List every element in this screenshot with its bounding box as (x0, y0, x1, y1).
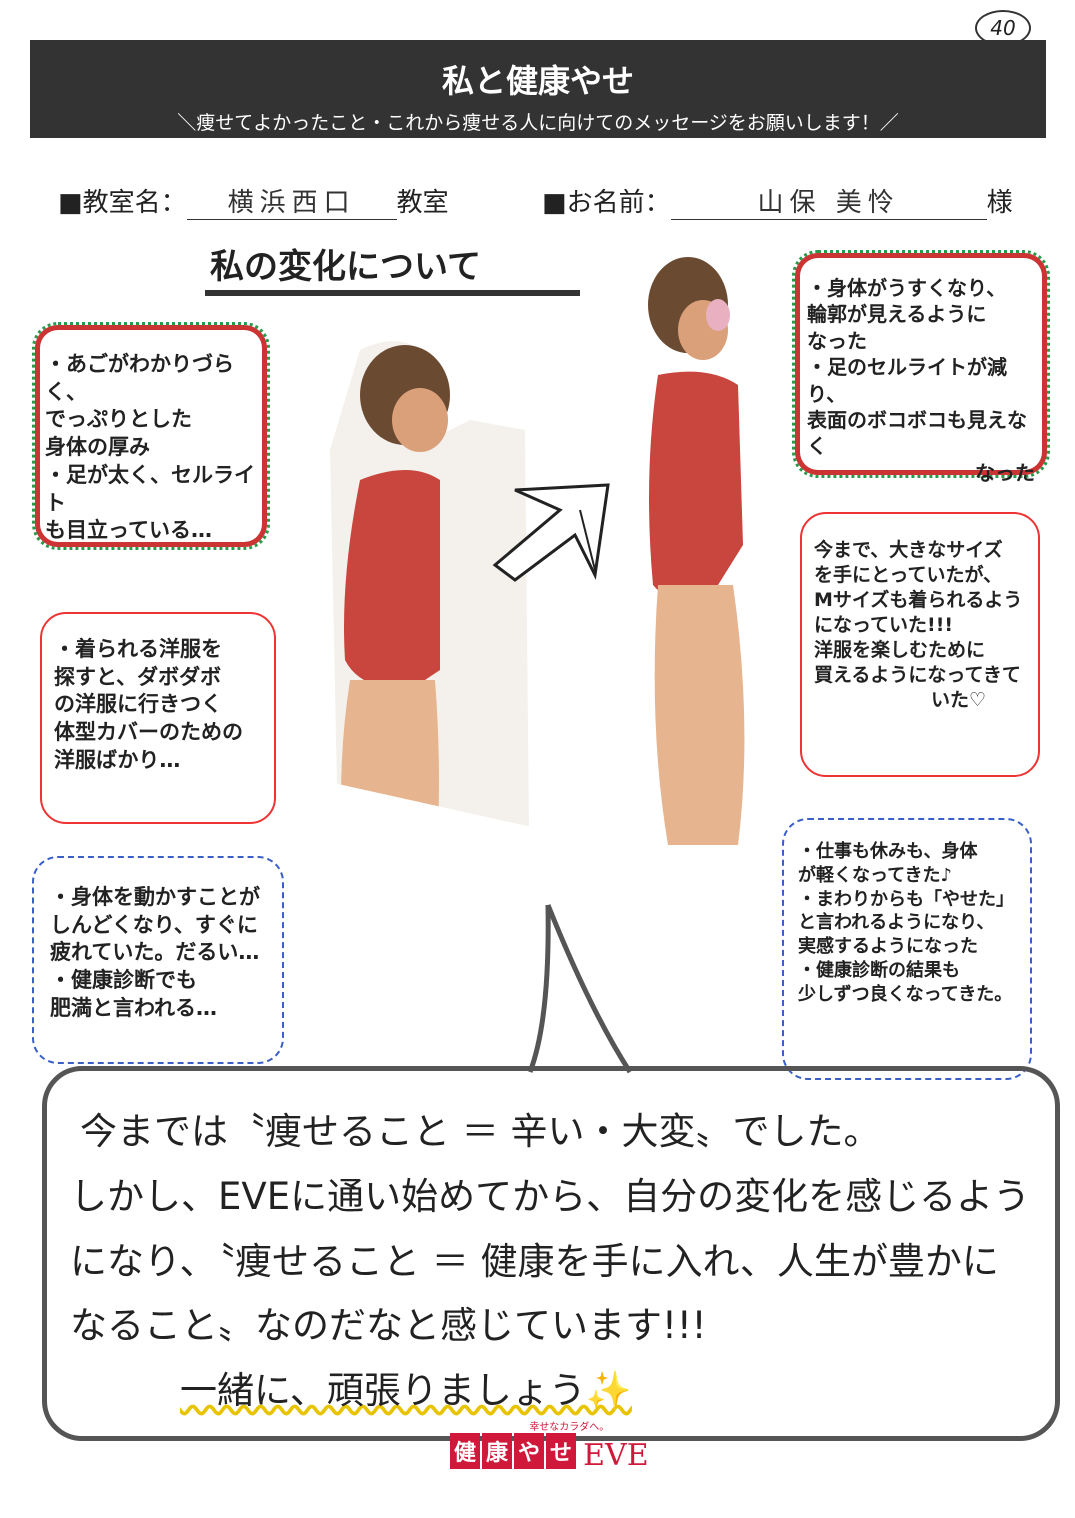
message-text: 今までは〝痩せること ＝ 辛い・大変〟でした。 しかし、EVEに通い始めてから、… (70, 1100, 1060, 1424)
classroom-field: ■教室名：横浜西口教室 (58, 182, 449, 220)
text-line: ・身体がうすくなり、 (807, 276, 1007, 300)
text-line: 体型カバーのための (54, 720, 243, 745)
text-line: を手にとっていたが、 (814, 564, 1003, 587)
text-line: 買えるようになってきて (814, 664, 1021, 687)
text-line: も目立っている… (45, 518, 212, 543)
swimsuit (344, 470, 440, 690)
logo-char: や (514, 1433, 545, 1469)
name-label: ■お名前： (542, 188, 671, 218)
text-line: なった (975, 460, 1035, 485)
message-line: 今までは〝痩せること ＝ 辛い・大変〟でした。 (80, 1110, 881, 1153)
before-box-3: ・身体を動かすことがしんどくなり、すぐに疲れていた。だるい… ・健康診断でも肥満と… (32, 856, 284, 1064)
classroom-label: ■教室名： (58, 188, 187, 218)
name-value: 山保 美怜 (670, 182, 987, 220)
eve-logo: 幸せなカラダへ。 健康やせ EVE (450, 1418, 649, 1473)
page-subtitle: ＼痩せてよかったこと・これから痩せる人に向けてのメッセージをお願いします！／ (177, 112, 899, 134)
text-line: 探すと、ダボダボ (54, 664, 222, 689)
text-line: Mサイズも着られるよう (814, 589, 1023, 612)
after-box-3: ・仕事も休みも、身体が軽くなってきた♪・まわりからも「やせた」と言われるようにな… (782, 818, 1032, 1080)
text-line: 疲れていた。だるい… (50, 940, 260, 965)
text-line: 輪郭が見えるように (807, 302, 987, 327)
text-line: ・身体を動かすことが (50, 885, 260, 909)
text-line: と言われるようになり、 (798, 912, 995, 934)
text-line: 身体の厚み (45, 435, 150, 460)
text-line: 実感するようになった (798, 936, 978, 957)
after-photo (648, 257, 745, 845)
text-line: ・まわりからも「やせた」 (798, 888, 1014, 910)
swimsuit (649, 371, 743, 600)
text-line: なった (807, 328, 867, 353)
logo-char: 康 (482, 1433, 513, 1469)
bubble-tail (527, 904, 633, 1074)
before-photo (320, 341, 545, 970)
classroom-value: 横浜西口 (186, 182, 397, 220)
name-field: ■お名前：山保 美怜様 (542, 182, 1013, 220)
message-line: しかし、EVEに通い始めてから、自分の変化を感じるよう (70, 1174, 1031, 1218)
logo-tagline: 幸せなカラダへ。 (529, 1422, 610, 1433)
after-box-2: 今まで、大きなサイズを手にとっていたが、Mサイズも着られるようになっていた!!!… (800, 512, 1040, 777)
text-line: でっぷりとした (45, 407, 192, 432)
text-line: ・足が太く、セルライト (45, 462, 255, 515)
text-line: になっていた!!! (814, 614, 954, 637)
message-line: になり、〝痩せること ＝ 健康を手に入れ、人生が豊かに (70, 1239, 999, 1283)
logo-char: せ (546, 1433, 577, 1469)
arrow-icon (492, 483, 610, 582)
text-line: しんどくなり、すぐに (50, 912, 258, 937)
before-box-2: ・着られる洋服を探すと、ダボダボの洋服に行きつく体型カバーのための洋服ばかり… (40, 612, 276, 824)
message-line: 一緒に、頑張りましょう✨ (180, 1369, 632, 1412)
text-line: ・着られる洋服を (54, 637, 222, 661)
text-line: 洋服を楽しむために (814, 639, 986, 662)
text-line: 少しずつ良くなってきた。 (798, 983, 1013, 1005)
page-title: 私と健康やせ (441, 62, 634, 100)
text-line: が軽くなってきた♪ (798, 864, 953, 886)
text-line: 肥満と言われる… (50, 995, 217, 1020)
text-line: ・健康診断でも (50, 968, 197, 993)
classroom-suffix: 教室 (396, 188, 449, 218)
text-line: 今まで、大きなサイズ (814, 539, 1003, 561)
logo-brand: EVE (583, 1438, 649, 1473)
text-line: ・足のセルライトが減り、 (807, 355, 1007, 406)
text-line: の洋服に行きつく (54, 692, 222, 717)
header-banner: 私と健康やせ ＼痩せてよかったこと・これから痩せる人に向けてのメッセージをお願い… (30, 40, 1046, 138)
message-line: なること〟なのだなと感じています!!! (70, 1304, 707, 1348)
section-title: 私の変化について (205, 245, 580, 296)
text-line: ・健康診断の結果も (798, 959, 960, 981)
logo-char: 健 (450, 1433, 481, 1469)
text-line: ・あごがわかりづらく、 (45, 352, 234, 404)
text-line: いた♡ (930, 689, 986, 712)
text-line: 表面のボコボコも見えなく (807, 407, 1027, 459)
before-box-1: ・あごがわかりづらく、でっぷりとした身体の厚み・足が太く、セルライトも目立ってい… (32, 322, 270, 550)
text-line: 洋服ばかり… (54, 747, 181, 772)
name-suffix: 様 (986, 188, 1013, 218)
after-box-1: ・身体がうすくなり、輪郭が見えるようになった・足のセルライトが減り、表面のボコボ… (792, 250, 1050, 485)
text-line: ・仕事も休みも、身体 (798, 841, 978, 862)
